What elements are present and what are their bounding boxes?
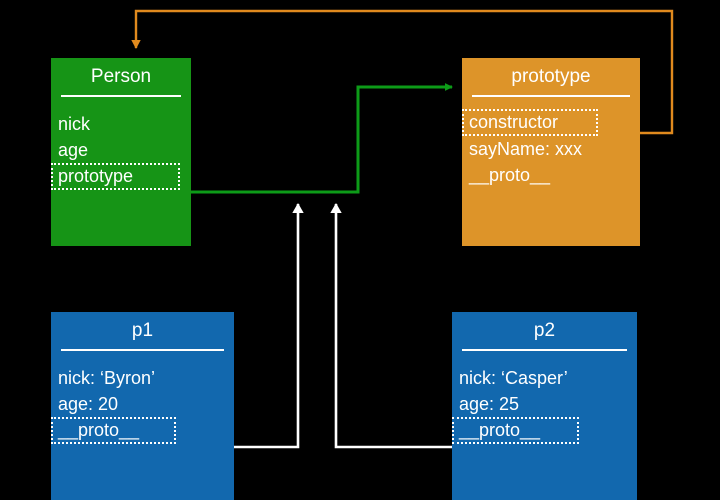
node-p1-fields: nick: ‘Byron’ age: 20 __proto__ (51, 351, 234, 444)
node-p1-title: p1 (131, 320, 154, 341)
node-prototype-title: prototype (511, 66, 591, 87)
node-p2-field-nick: nick: ‘Casper’ (459, 368, 568, 388)
node-p2[interactable]: p2 nick: ‘Casper’ age: 25 __proto__ (452, 312, 637, 500)
node-p2-fields: nick: ‘Casper’ age: 25 __proto__ (452, 351, 637, 444)
node-person-field-age: age (58, 140, 89, 160)
node-prototype-field-constructor[interactable]: constructor (462, 109, 598, 136)
node-person-title: Person (90, 66, 152, 87)
node-person[interactable]: Person nick age prototype (51, 58, 191, 246)
node-p2-title: p2 (533, 320, 556, 341)
node-person-divider (61, 95, 181, 97)
node-prototype-field-proto: __proto__ (469, 165, 551, 185)
node-prototype-divider (472, 95, 630, 97)
node-p1-field-nick: nick: ‘Byron’ (58, 368, 156, 388)
node-person-field-prototype[interactable]: prototype (51, 163, 180, 190)
node-person-field-nick: nick (58, 114, 91, 134)
node-prototype-field-sayname: sayName: xxx (469, 139, 583, 159)
node-prototype[interactable]: prototype constructor sayName: xxx __pro… (462, 58, 640, 246)
node-p2-divider (462, 349, 627, 351)
node-p2-field-proto[interactable]: __proto__ (452, 417, 579, 444)
node-p1[interactable]: p1 nick: ‘Byron’ age: 20 __proto__ (51, 312, 234, 500)
node-p1-field-proto[interactable]: __proto__ (51, 417, 176, 444)
wire-p2-proto-to-person-prototype (330, 203, 470, 449)
node-p2-field-age: age: 25 (459, 394, 520, 414)
node-p1-field-age: age: 20 (58, 394, 119, 414)
wire-person-prototype-to-prototype (180, 83, 453, 194)
node-prototype-fields: constructor sayName: xxx __proto__ (462, 97, 640, 188)
node-p1-divider (61, 349, 224, 351)
node-person-fields: nick age prototype (51, 97, 191, 190)
